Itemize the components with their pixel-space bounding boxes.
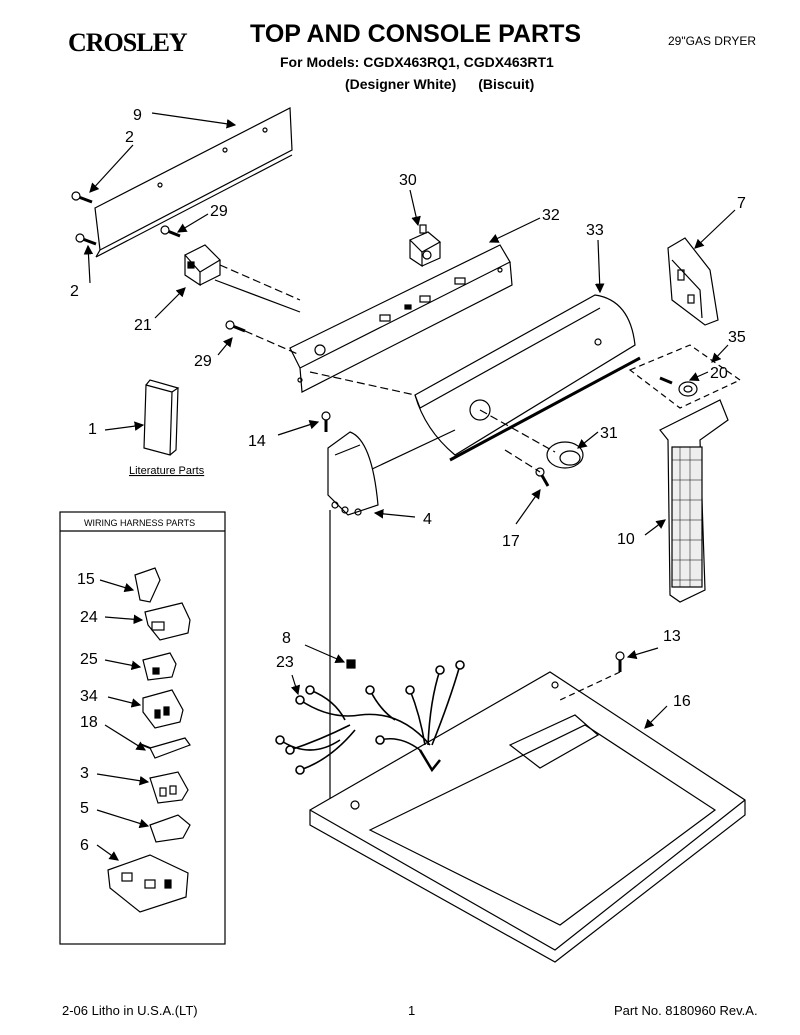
part-24-connector <box>144 602 191 641</box>
callout-25: 25 <box>80 651 98 668</box>
leader-lines <box>83 112 736 861</box>
callout-13: 13 <box>663 628 681 645</box>
part-34-connector <box>142 689 184 729</box>
callout-3: 3 <box>80 765 89 782</box>
literature-parts-label: Literature Parts <box>129 465 205 477</box>
part-6-connector <box>107 854 189 913</box>
part-2-screw-top <box>71 191 93 204</box>
part-33-console <box>414 294 641 462</box>
callout-29-top: 29 <box>210 203 228 220</box>
callout-18: 18 <box>80 714 98 731</box>
color-variants: (Designer White) (Biscuit) <box>345 76 556 92</box>
wiring-harness-title: WIRING HARNESS PARTS <box>84 518 195 528</box>
part-10-lint-screen <box>659 399 729 603</box>
part-35-assembly <box>628 344 742 409</box>
callout-33: 33 <box>586 222 604 239</box>
callout-2-top: 2 <box>125 129 134 146</box>
callout-6: 6 <box>80 837 89 854</box>
part-2-screw-bottom <box>75 233 97 246</box>
callout-17: 17 <box>502 533 520 550</box>
part-16-top-panel <box>309 671 746 963</box>
part-23-wiring-harness <box>275 660 465 775</box>
callout-23: 23 <box>276 654 294 671</box>
part-15-connector <box>134 567 161 603</box>
models-line: For Models: CGDX463RQ1, CGDX463RT1 <box>280 54 554 70</box>
callout-labels: 9 2 2 29 21 29 30 32 33 7 35 20 31 17 10… <box>70 107 746 854</box>
callout-14: 14 <box>248 433 266 450</box>
callout-4: 4 <box>423 511 432 528</box>
part-29-screw-top <box>160 225 181 238</box>
variant-biscuit: (Biscuit) <box>478 76 535 92</box>
part-8-clip <box>346 659 356 669</box>
callout-10: 10 <box>617 531 635 548</box>
callout-16: 16 <box>673 693 691 710</box>
part-9-rear-panel <box>94 107 293 258</box>
callout-31: 31 <box>600 425 618 442</box>
callout-34: 34 <box>80 688 98 705</box>
callout-24: 24 <box>80 609 98 626</box>
part-3-connector <box>149 771 189 804</box>
part-30-switch <box>408 224 442 268</box>
callout-7: 7 <box>737 195 746 212</box>
page-title: TOP AND CONSOLE PARTS <box>250 20 582 48</box>
callout-30: 30 <box>399 172 417 189</box>
callout-1: 1 <box>88 421 97 438</box>
part-29-screw-lower <box>225 320 246 333</box>
callout-5: 5 <box>80 800 89 817</box>
part-5-connector <box>149 814 191 843</box>
callout-35: 35 <box>728 329 746 346</box>
part-1-literature <box>143 379 180 456</box>
callout-9: 9 <box>133 107 142 124</box>
part-21-timer <box>184 244 221 287</box>
page-number: 1 <box>408 1003 416 1018</box>
litho-note: 2-06 Litho in U.S.A.(LT) <box>62 1003 198 1018</box>
product-type: 29"GAS DRYER <box>668 34 757 48</box>
part-4-end-cap <box>327 431 379 516</box>
part-20-grommet <box>659 376 698 397</box>
part-7-end-cap <box>667 237 719 326</box>
callout-21: 21 <box>134 317 152 334</box>
part-number: Part No. 8180960 Rev.A. <box>614 1003 758 1018</box>
variant-designer-white: (Designer White) <box>345 76 457 92</box>
callout-29-lower: 29 <box>194 353 212 370</box>
callout-8: 8 <box>282 630 291 647</box>
part-14-screw <box>321 411 331 432</box>
callout-32: 32 <box>542 207 560 224</box>
part-13-screw <box>615 651 625 672</box>
callout-2-bottom: 2 <box>70 283 79 300</box>
part-31-knob <box>546 441 584 469</box>
callout-20: 20 <box>710 365 728 382</box>
part-32-control-bracket <box>289 244 513 393</box>
callout-15: 15 <box>77 571 95 588</box>
brand-logo: CROSLEY <box>68 28 188 57</box>
part-25-connector <box>142 652 177 681</box>
